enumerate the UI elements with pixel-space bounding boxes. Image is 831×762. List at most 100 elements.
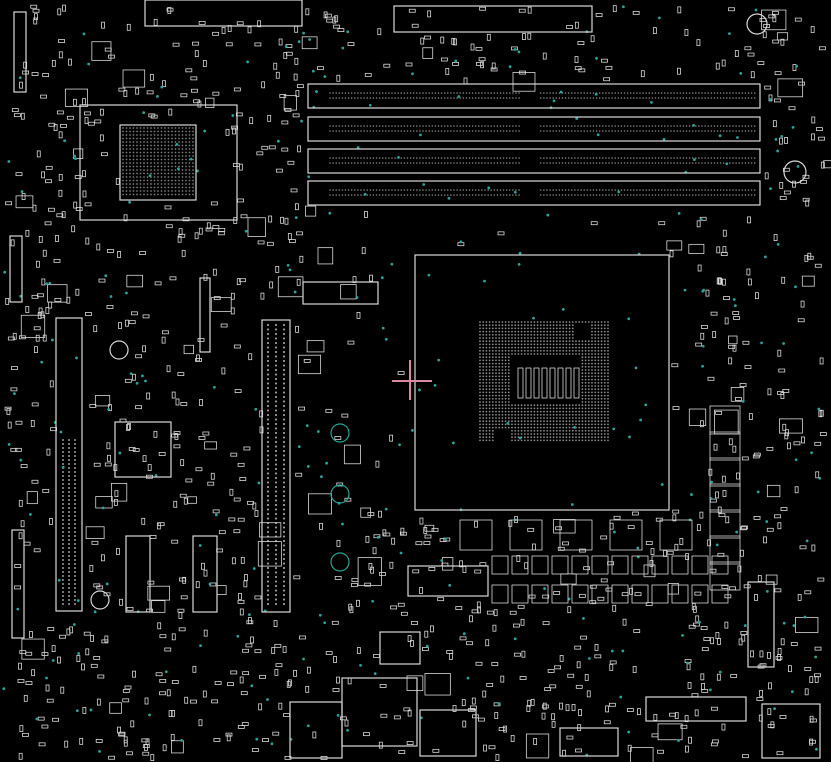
smd-pad [170, 734, 175, 741]
chipset-outline[interactable] [79, 104, 238, 221]
left-header-2[interactable] [9, 235, 23, 303]
dimm-pin [651, 92, 654, 94]
smd-pad [41, 278, 46, 286]
dimm-pin [673, 92, 675, 94]
io-controller-chip[interactable] [114, 421, 172, 478]
smd-pad [709, 568, 717, 573]
ic-package [205, 97, 215, 108]
dimm-pin [614, 189, 616, 191]
bga-ball [136, 158, 138, 161]
pcie-slot-1[interactable] [55, 317, 83, 612]
dimm-slot-2[interactable] [307, 116, 761, 142]
socket-pin [507, 327, 510, 330]
bga-ball [160, 193, 163, 196]
socket-pin [527, 417, 529, 419]
left-header[interactable] [13, 11, 27, 93]
smd-pad [18, 499, 23, 507]
smd-pad [477, 717, 485, 722]
dimm-slot-1[interactable] [307, 83, 761, 109]
pcie-pin [282, 409, 286, 412]
pcie-pin [282, 341, 286, 345]
ic-package [126, 274, 144, 288]
bga-ball [129, 155, 131, 157]
dimm-pin [679, 162, 682, 164]
socket-pin [479, 391, 481, 394]
cpu-socket-outline[interactable] [414, 254, 670, 511]
pcie-pin [62, 507, 64, 509]
socket-pin [559, 429, 561, 432]
socket-pin [511, 407, 513, 410]
top-connector[interactable] [144, 0, 303, 27]
hdmi-connector[interactable] [559, 727, 619, 757]
dimm-pin [453, 189, 455, 191]
usb-stack-2[interactable] [419, 709, 477, 757]
smd-pad [98, 278, 106, 283]
dimm-pin [629, 194, 632, 196]
dimm-pin [648, 92, 651, 94]
pcie-slot-2[interactable] [261, 319, 291, 613]
socket-pin [511, 439, 513, 442]
pcie-pin [274, 364, 278, 367]
dimm-pin [515, 162, 517, 164]
bga-ball [174, 172, 177, 175]
dimm-pin [443, 125, 446, 127]
dimm-pin [564, 130, 567, 132]
vga-connector[interactable] [645, 696, 747, 722]
audio-jack-block[interactable] [761, 703, 821, 759]
smd-pad [243, 580, 248, 588]
via [612, 427, 616, 431]
smd-pad [62, 4, 66, 12]
socket-pin [543, 417, 545, 419]
smd-pad [268, 215, 273, 223]
bga-ball [122, 127, 124, 129]
socket-pin [504, 356, 507, 359]
smd-pad [601, 58, 608, 63]
smd-pad [809, 715, 814, 723]
bga-ball [160, 137, 163, 140]
bga-ball [181, 158, 184, 161]
front-panel-header[interactable] [11, 529, 25, 639]
bga-ball [167, 134, 170, 136]
dimm-pin [580, 97, 582, 99]
socket-pin [584, 369, 587, 371]
bga-ball [146, 134, 149, 136]
pcie-pin [62, 471, 64, 473]
via [587, 657, 591, 660]
socket-pin [607, 362, 609, 365]
bios-chip[interactable] [379, 631, 421, 665]
dimm-pin [626, 92, 629, 94]
bga-ball [188, 176, 191, 178]
bga-ball [122, 148, 124, 150]
bga-ball [139, 158, 142, 161]
socket-pin [600, 381, 603, 384]
lan-usb-stack[interactable] [341, 677, 418, 747]
header-block-1[interactable] [125, 535, 151, 613]
via [286, 263, 290, 267]
socket-pin [543, 327, 545, 330]
socket-pin [546, 413, 549, 416]
dimm-pin [335, 130, 338, 132]
dimm-pin [505, 194, 508, 196]
socket-pin [603, 439, 606, 442]
atx-power-connector[interactable] [393, 5, 593, 33]
header-block-2[interactable] [192, 535, 218, 613]
via [373, 672, 377, 676]
bga-ball [192, 144, 194, 147]
dimm-slot-4[interactable] [307, 180, 761, 206]
pcie-pin [68, 583, 70, 585]
dimm-pin [391, 125, 393, 127]
side-header[interactable] [747, 581, 775, 668]
bga-ball [174, 137, 177, 140]
bga-ball [188, 148, 191, 150]
smd-pad [788, 106, 796, 111]
bga-ball [122, 169, 124, 171]
header-vertical[interactable] [199, 277, 211, 353]
socket-pin [591, 375, 593, 378]
socket-pin [568, 420, 571, 423]
usb-stack-1[interactable] [289, 701, 343, 759]
dimm-slot-3[interactable] [307, 148, 761, 174]
pcie-pin [68, 467, 70, 469]
socket-pin [543, 324, 545, 327]
dimm-pin [707, 157, 709, 159]
